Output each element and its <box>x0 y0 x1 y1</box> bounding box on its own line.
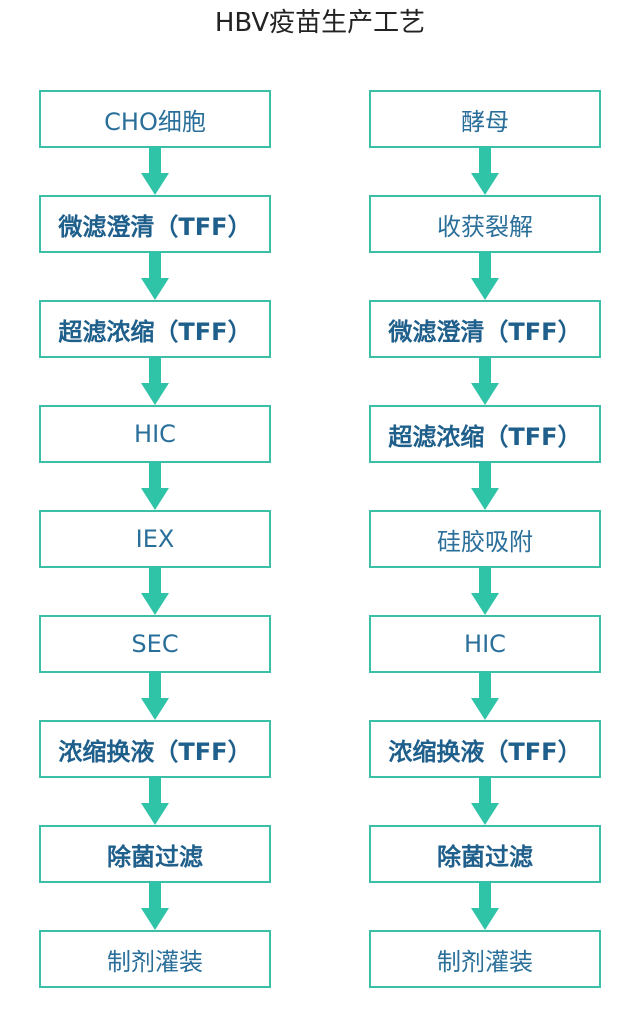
diagram-title: HBV疫苗生产工艺 <box>214 8 426 38</box>
flow-arrow-icon <box>141 252 169 300</box>
flow-step: 除菌过滤 <box>39 825 271 883</box>
flow-step: 制剂灌装 <box>369 930 601 988</box>
flow-arrow-icon <box>141 357 169 405</box>
flow-arrow-icon <box>471 252 499 300</box>
flow-step: 酵母 <box>369 90 601 148</box>
flow-arrow-icon <box>141 882 169 930</box>
flow-arrow-icon <box>471 567 499 615</box>
flow-step: 微滤澄清（TFF） <box>39 195 271 253</box>
flow-arrow-icon <box>141 672 169 720</box>
flow-arrow-icon <box>471 777 499 825</box>
flow-arrow-icon <box>471 672 499 720</box>
flow-step: 收获裂解 <box>369 195 601 253</box>
flow-step: 微滤澄清（TFF） <box>369 300 601 358</box>
flow-step: 浓缩换液（TFF） <box>369 720 601 778</box>
flow-arrow-icon <box>141 567 169 615</box>
flow-arrow-icon <box>471 357 499 405</box>
flow-step: HIC <box>39 405 271 463</box>
flow-step: 超滤浓缩（TFF） <box>369 405 601 463</box>
flow-arrow-icon <box>141 777 169 825</box>
flow-arrow-icon <box>141 147 169 195</box>
flow-arrow-icon <box>141 462 169 510</box>
flow-step: 浓缩换液（TFF） <box>39 720 271 778</box>
flow-step: SEC <box>39 615 271 673</box>
flow-arrow-icon <box>471 882 499 930</box>
flow-step: CHO细胞 <box>39 90 271 148</box>
flow-step: 制剂灌装 <box>39 930 271 988</box>
flow-step: 超滤浓缩（TFF） <box>39 300 271 358</box>
flow-arrow-icon <box>471 147 499 195</box>
flow-arrow-icon <box>471 462 499 510</box>
flow-step: IEX <box>39 510 271 568</box>
flow-step: HIC <box>369 615 601 673</box>
flow-step: 硅胶吸附 <box>369 510 601 568</box>
flow-step: 除菌过滤 <box>369 825 601 883</box>
